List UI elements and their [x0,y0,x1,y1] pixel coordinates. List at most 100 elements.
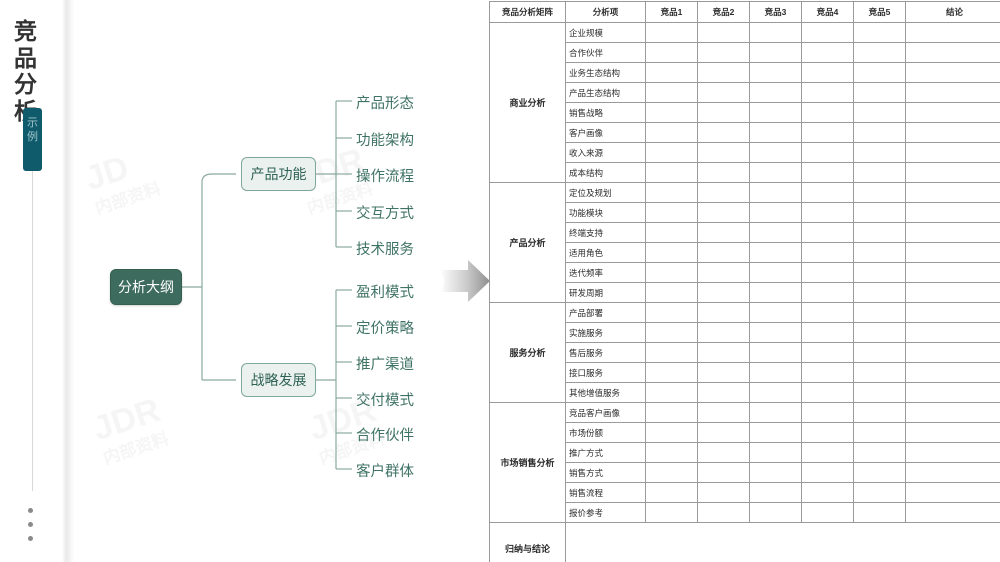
competitor-value-cell[interactable] [801,182,854,203]
conclusion-cell[interactable] [905,462,1000,483]
conclusion-cell[interactable] [905,222,1000,243]
competitor-value-cell[interactable] [749,182,802,203]
competitor-value-cell[interactable] [645,242,698,263]
mindmap-leaf[interactable]: 合作伙伴 [356,428,414,444]
competitor-value-cell[interactable] [645,62,698,83]
competitor-value-cell[interactable] [801,242,854,263]
competitor-value-cell[interactable] [749,262,802,283]
competitor-value-cell[interactable] [749,302,802,323]
mindmap-leaf[interactable]: 交付模式 [356,393,414,409]
competitor-value-cell[interactable] [645,302,698,323]
competitor-value-cell[interactable] [801,82,854,103]
competitor-value-cell[interactable] [645,422,698,443]
competitor-value-cell[interactable] [645,182,698,203]
competitor-value-cell[interactable] [645,502,698,523]
competitor-value-cell[interactable] [749,142,802,163]
competitor-value-cell[interactable] [853,502,906,523]
competitor-value-cell[interactable] [801,62,854,83]
competitor-value-cell[interactable] [801,322,854,343]
competitor-value-cell[interactable] [853,482,906,503]
competitor-value-cell[interactable] [645,142,698,163]
conclusion-cell[interactable] [905,382,1000,403]
competitor-value-cell[interactable] [645,362,698,383]
conclusion-cell[interactable] [905,442,1000,463]
mindmap-leaf[interactable]: 产品形态 [356,96,414,112]
mindmap-leaf[interactable]: 推广渠道 [356,357,414,373]
competitor-value-cell[interactable] [853,282,906,303]
competitor-value-cell[interactable] [749,162,802,183]
competitor-value-cell[interactable] [645,222,698,243]
conclusion-cell[interactable] [905,182,1000,203]
competitor-value-cell[interactable] [853,62,906,83]
competitor-value-cell[interactable] [853,342,906,363]
competitor-value-cell[interactable] [645,382,698,403]
conclusion-cell[interactable] [905,242,1000,263]
competitor-value-cell[interactable] [801,442,854,463]
competitor-value-cell[interactable] [697,162,750,183]
competitor-value-cell[interactable] [749,102,802,123]
competitor-value-cell[interactable] [697,362,750,383]
competitor-value-cell[interactable] [645,282,698,303]
competitor-value-cell[interactable] [749,42,802,63]
competitor-value-cell[interactable] [697,242,750,263]
competitor-value-cell[interactable] [853,242,906,263]
competitor-value-cell[interactable] [801,22,854,43]
competitor-value-cell[interactable] [749,222,802,243]
mindmap-leaf[interactable]: 盈利模式 [356,285,414,301]
competitor-value-cell[interactable] [697,382,750,403]
competitor-value-cell[interactable] [853,82,906,103]
competitor-value-cell[interactable] [749,282,802,303]
mindmap-branch-strategy[interactable]: 战略发展 [241,363,316,397]
competitor-value-cell[interactable] [645,102,698,123]
competitor-value-cell[interactable] [853,302,906,323]
competitor-value-cell[interactable] [645,162,698,183]
competitor-value-cell[interactable] [853,322,906,343]
competitor-value-cell[interactable] [697,62,750,83]
competitor-value-cell[interactable] [697,302,750,323]
competitor-value-cell[interactable] [697,22,750,43]
competitor-value-cell[interactable] [645,262,698,283]
competitor-value-cell[interactable] [749,362,802,383]
competitor-value-cell[interactable] [697,262,750,283]
conclusion-cell[interactable] [905,62,1000,83]
competitor-value-cell[interactable] [801,502,854,523]
competitor-value-cell[interactable] [645,342,698,363]
competitor-value-cell[interactable] [853,122,906,143]
conclusion-cell[interactable] [905,482,1000,503]
conclusion-cell[interactable] [905,202,1000,223]
conclusion-cell[interactable] [905,262,1000,283]
pagination-dots[interactable] [28,508,36,550]
mindmap-branch-product[interactable]: 产品功能 [241,157,316,191]
competitor-value-cell[interactable] [697,82,750,103]
competitor-value-cell[interactable] [697,42,750,63]
competitor-value-cell[interactable] [853,202,906,223]
conclusion-cell[interactable] [905,342,1000,363]
competitor-value-cell[interactable] [749,382,802,403]
competitor-value-cell[interactable] [801,142,854,163]
competitor-value-cell[interactable] [853,462,906,483]
competitor-value-cell[interactable] [749,122,802,143]
competitor-value-cell[interactable] [645,462,698,483]
competitor-value-cell[interactable] [697,322,750,343]
mindmap-leaf[interactable]: 交互方式 [356,206,414,222]
pagination-dot[interactable] [28,522,33,527]
competitor-value-cell[interactable] [801,302,854,323]
competitor-value-cell[interactable] [801,202,854,223]
competitor-value-cell[interactable] [697,442,750,463]
competitor-value-cell[interactable] [801,282,854,303]
competitor-value-cell[interactable] [853,162,906,183]
competitor-value-cell[interactable] [801,162,854,183]
competitor-value-cell[interactable] [801,362,854,383]
competitor-value-cell[interactable] [697,182,750,203]
competitor-value-cell[interactable] [749,502,802,523]
pagination-dot[interactable] [28,508,33,513]
competitor-value-cell[interactable] [697,422,750,443]
competitor-value-cell[interactable] [853,382,906,403]
conclusion-cell[interactable] [905,362,1000,383]
competitor-value-cell[interactable] [697,502,750,523]
competitor-value-cell[interactable] [697,202,750,223]
competitor-value-cell[interactable] [853,262,906,283]
competitor-value-cell[interactable] [749,322,802,343]
competitor-value-cell[interactable] [749,422,802,443]
competitor-value-cell[interactable] [853,422,906,443]
